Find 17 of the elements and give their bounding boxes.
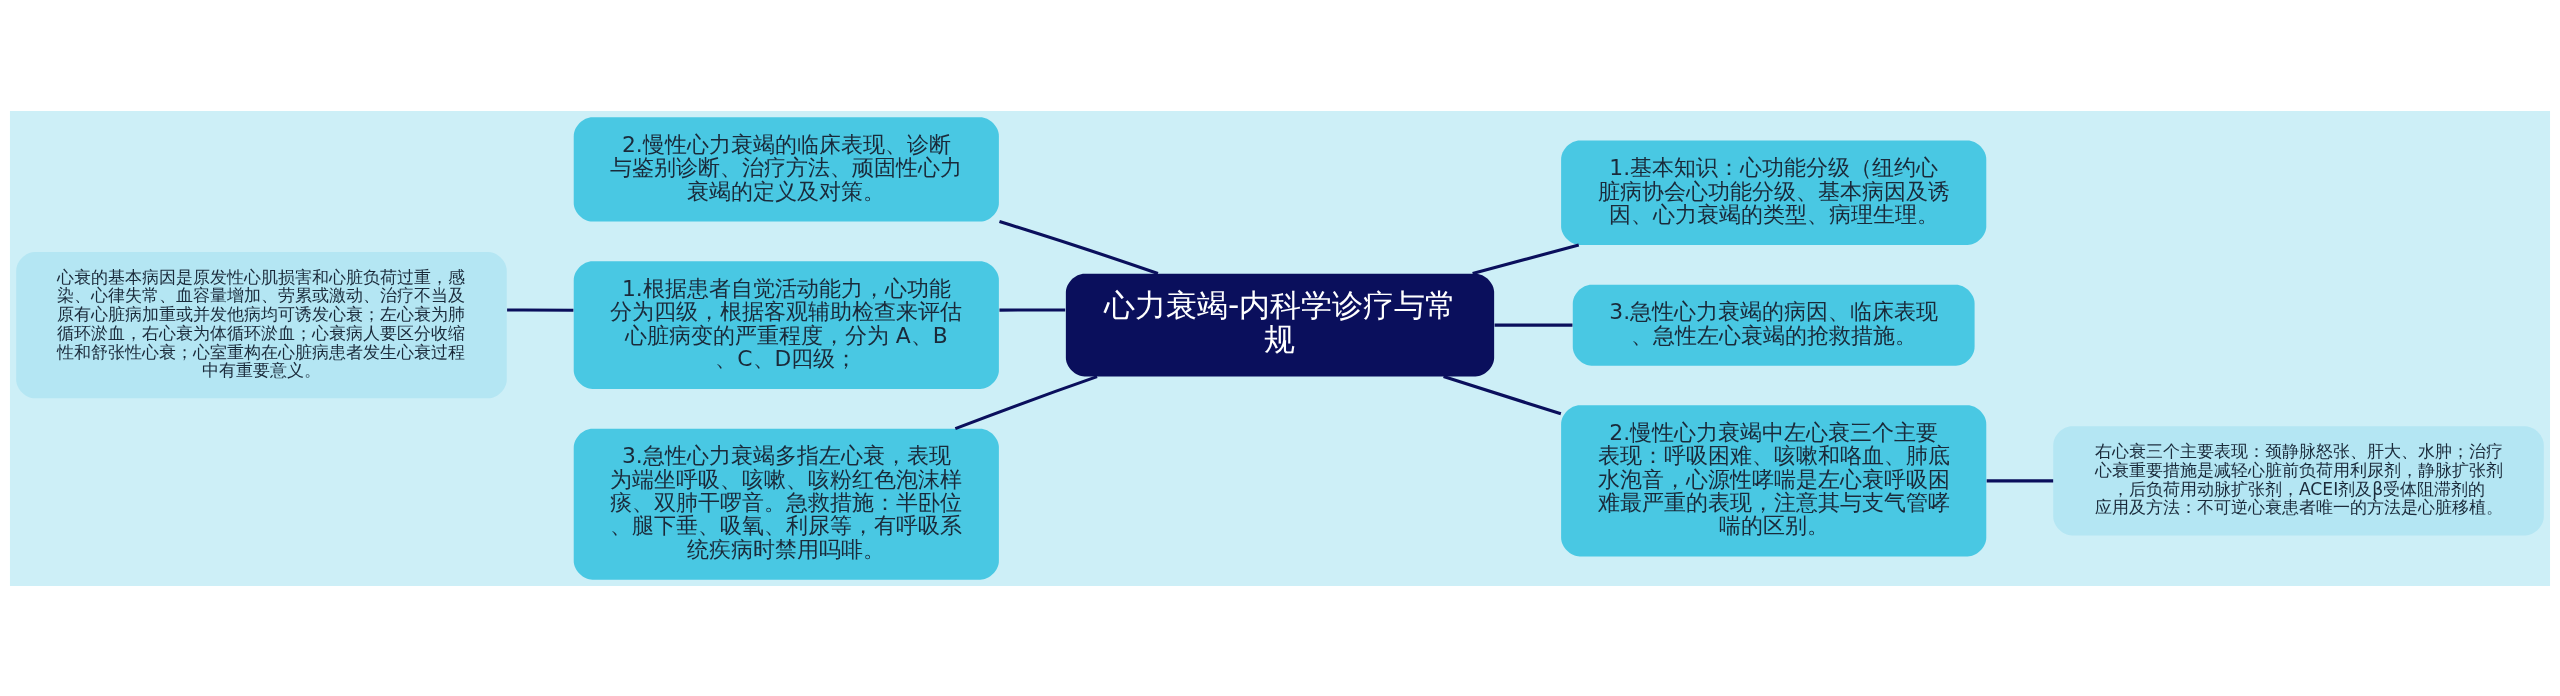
connector: [1443, 374, 1562, 415]
node-box: 3.急性心力衰竭多指左心衰，表现为端坐呼吸、咳嗽、咳粉红色泡沫样痰、双肺干啰音。急救措施：半卧位、腿下垂、吸氧、利尿等，有呼吸系统疾病时禁用吗啡。: [573, 428, 999, 580]
node-box: 1.根据患者自觉活动能力，心功能分为四级，根据客观辅助检查来评估心脏病变的严重程度，分为 A、B、C、D四级；: [573, 260, 999, 389]
node-box: 右心衰三个主要表现：颈静脉怒张、肝大、水肿；治疗心衰重要措施是减轻心脏前负荷用利尿剂，静脉扩张剂，后负荷用动脉扩张剂，ACEI剂及β受体阻滞剂的应用及方法：不可逆心衰患者唯一的方法是心脏移植。: [2053, 425, 2544, 535]
connector: [999, 307, 1066, 312]
node-box: 心衰的基本病因是原发性心肌损害和心脏负荷过重，感染、心律失常、血容量增加、劳累或激动、治疗不当及原有心脏病加重或并发他病均可诱发心衰；左心衰为肺循环淤血，右心衰为体循环淤血；心衰病人要区分收缩性和舒张性心衰；心室重构在心脏病患者发生心衰过程中有重要意义。: [16, 251, 507, 398]
connector: [1986, 478, 2054, 482]
node-box: 2.慢性心力衰竭中左心衰三个主要表现：呼吸困难、咳嗽和咯血、肺底水泡音，心源性哮喘是左心衰呼吸困难最严重的表现，注意其与支气管哮喘的区别。: [1561, 404, 1987, 556]
connector: [1494, 323, 1573, 327]
node-box: 3.急性心力衰竭的病因、临床表现、急性左心衰竭的抢救措施。: [1572, 284, 1975, 366]
node-box: 2.慢性心力衰竭的临床表现、诊断与鉴别诊断、治疗方法、顽固性心力衰竭的定义及对策。: [573, 116, 999, 222]
connector: [507, 307, 574, 312]
node-box: 1.基本知识：心功能分级（纽约心脏病协会心功能分级、基本病因及诱因、心力衰竭的类型、病理生理。: [1561, 140, 1987, 245]
connector: [1472, 242, 1580, 275]
connector: [999, 219, 1159, 275]
node-box: 心力衰竭-内科学诊疗与常规: [1065, 273, 1495, 377]
connector: [954, 374, 1098, 430]
